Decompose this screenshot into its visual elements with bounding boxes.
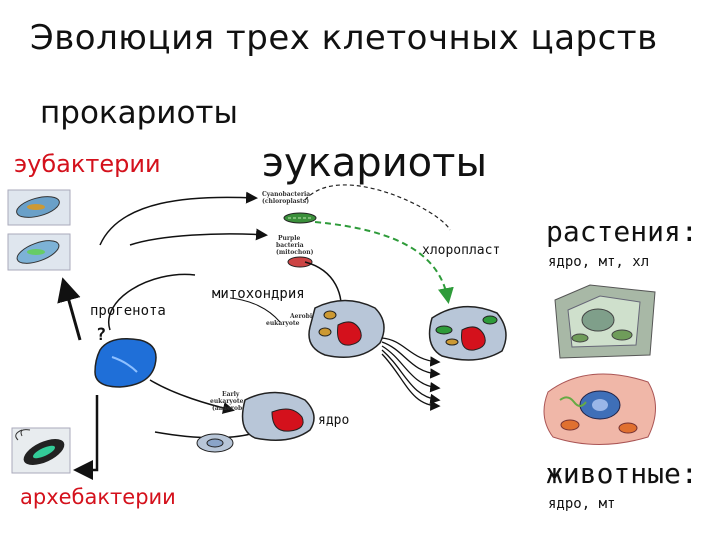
- purple-bacteria-label: Purple: [278, 235, 301, 242]
- archaebacteria-image: [11, 427, 71, 474]
- early-eukaryote-label: Early: [222, 391, 240, 398]
- cyanobacteria-label: Cyanobacteria: [262, 191, 310, 198]
- eubacteria-label: эубактерии: [14, 150, 161, 178]
- arrow-progenote-to-archaebacteria: [73, 395, 99, 480]
- cyanobacteria-sublabel: (chloroplasts): [262, 198, 309, 205]
- eukaryotes-heading: эукариоты: [262, 140, 488, 186]
- arrow-progenote-to-eubacteria: [57, 277, 82, 341]
- progenote-cell: [94, 338, 157, 388]
- early-eukaryote-label-2: eukaryote: [210, 398, 244, 405]
- aerobic-eukaryote-cell: [308, 299, 385, 358]
- animal-cell-image: [540, 370, 658, 448]
- purple-bacteria-label-2: bacteria: [276, 242, 304, 249]
- animals-organelles: ядро, мт: [548, 496, 616, 512]
- cyanobacteria-cell: [283, 212, 317, 224]
- aerobic-eukaryote-label: Aerobic: [289, 313, 316, 320]
- nucleus-label: ядро: [318, 413, 350, 428]
- plant-eukaryote-cell: [428, 305, 507, 361]
- purple-bacteria-label-3: (mitochon): [276, 249, 314, 256]
- plant-cell-image: [548, 282, 658, 360]
- arrow-to-cyanobacteria: [99, 191, 258, 246]
- prokaryotes-heading: прокариоты: [40, 95, 238, 131]
- mitochondria-label: митохондрия: [212, 286, 305, 302]
- plants-organelles: ядро, мт, хл: [548, 254, 650, 270]
- purple-bacteria-cell: [287, 256, 313, 268]
- aerobic-eukaryote-label-2: eukaryote: [266, 320, 300, 327]
- chloroplast-label: хлоропласт: [422, 243, 501, 258]
- animals-title: животные:: [546, 457, 698, 490]
- arrow-to-early-eukaryote: [149, 379, 235, 414]
- plants-title: растения:: [546, 215, 698, 248]
- archaebacteria-label: архебактерии: [20, 485, 176, 509]
- arrow-to-purple-bacteria: [129, 228, 268, 246]
- divergence-arrows: [381, 337, 441, 411]
- early-eukaryote-label-3: (anaerobe): [212, 405, 249, 412]
- arrow-chloroplast: [314, 221, 454, 304]
- early-eukaryote-small-cell: [196, 433, 234, 453]
- page-title: Эволюция трех клеточных царств: [30, 18, 658, 58]
- early-eukaryote-cell: [241, 391, 315, 441]
- progenote-question: ?: [96, 325, 107, 345]
- eubacteria-image-1: [7, 189, 71, 226]
- eubacteria-image-2: [7, 233, 71, 271]
